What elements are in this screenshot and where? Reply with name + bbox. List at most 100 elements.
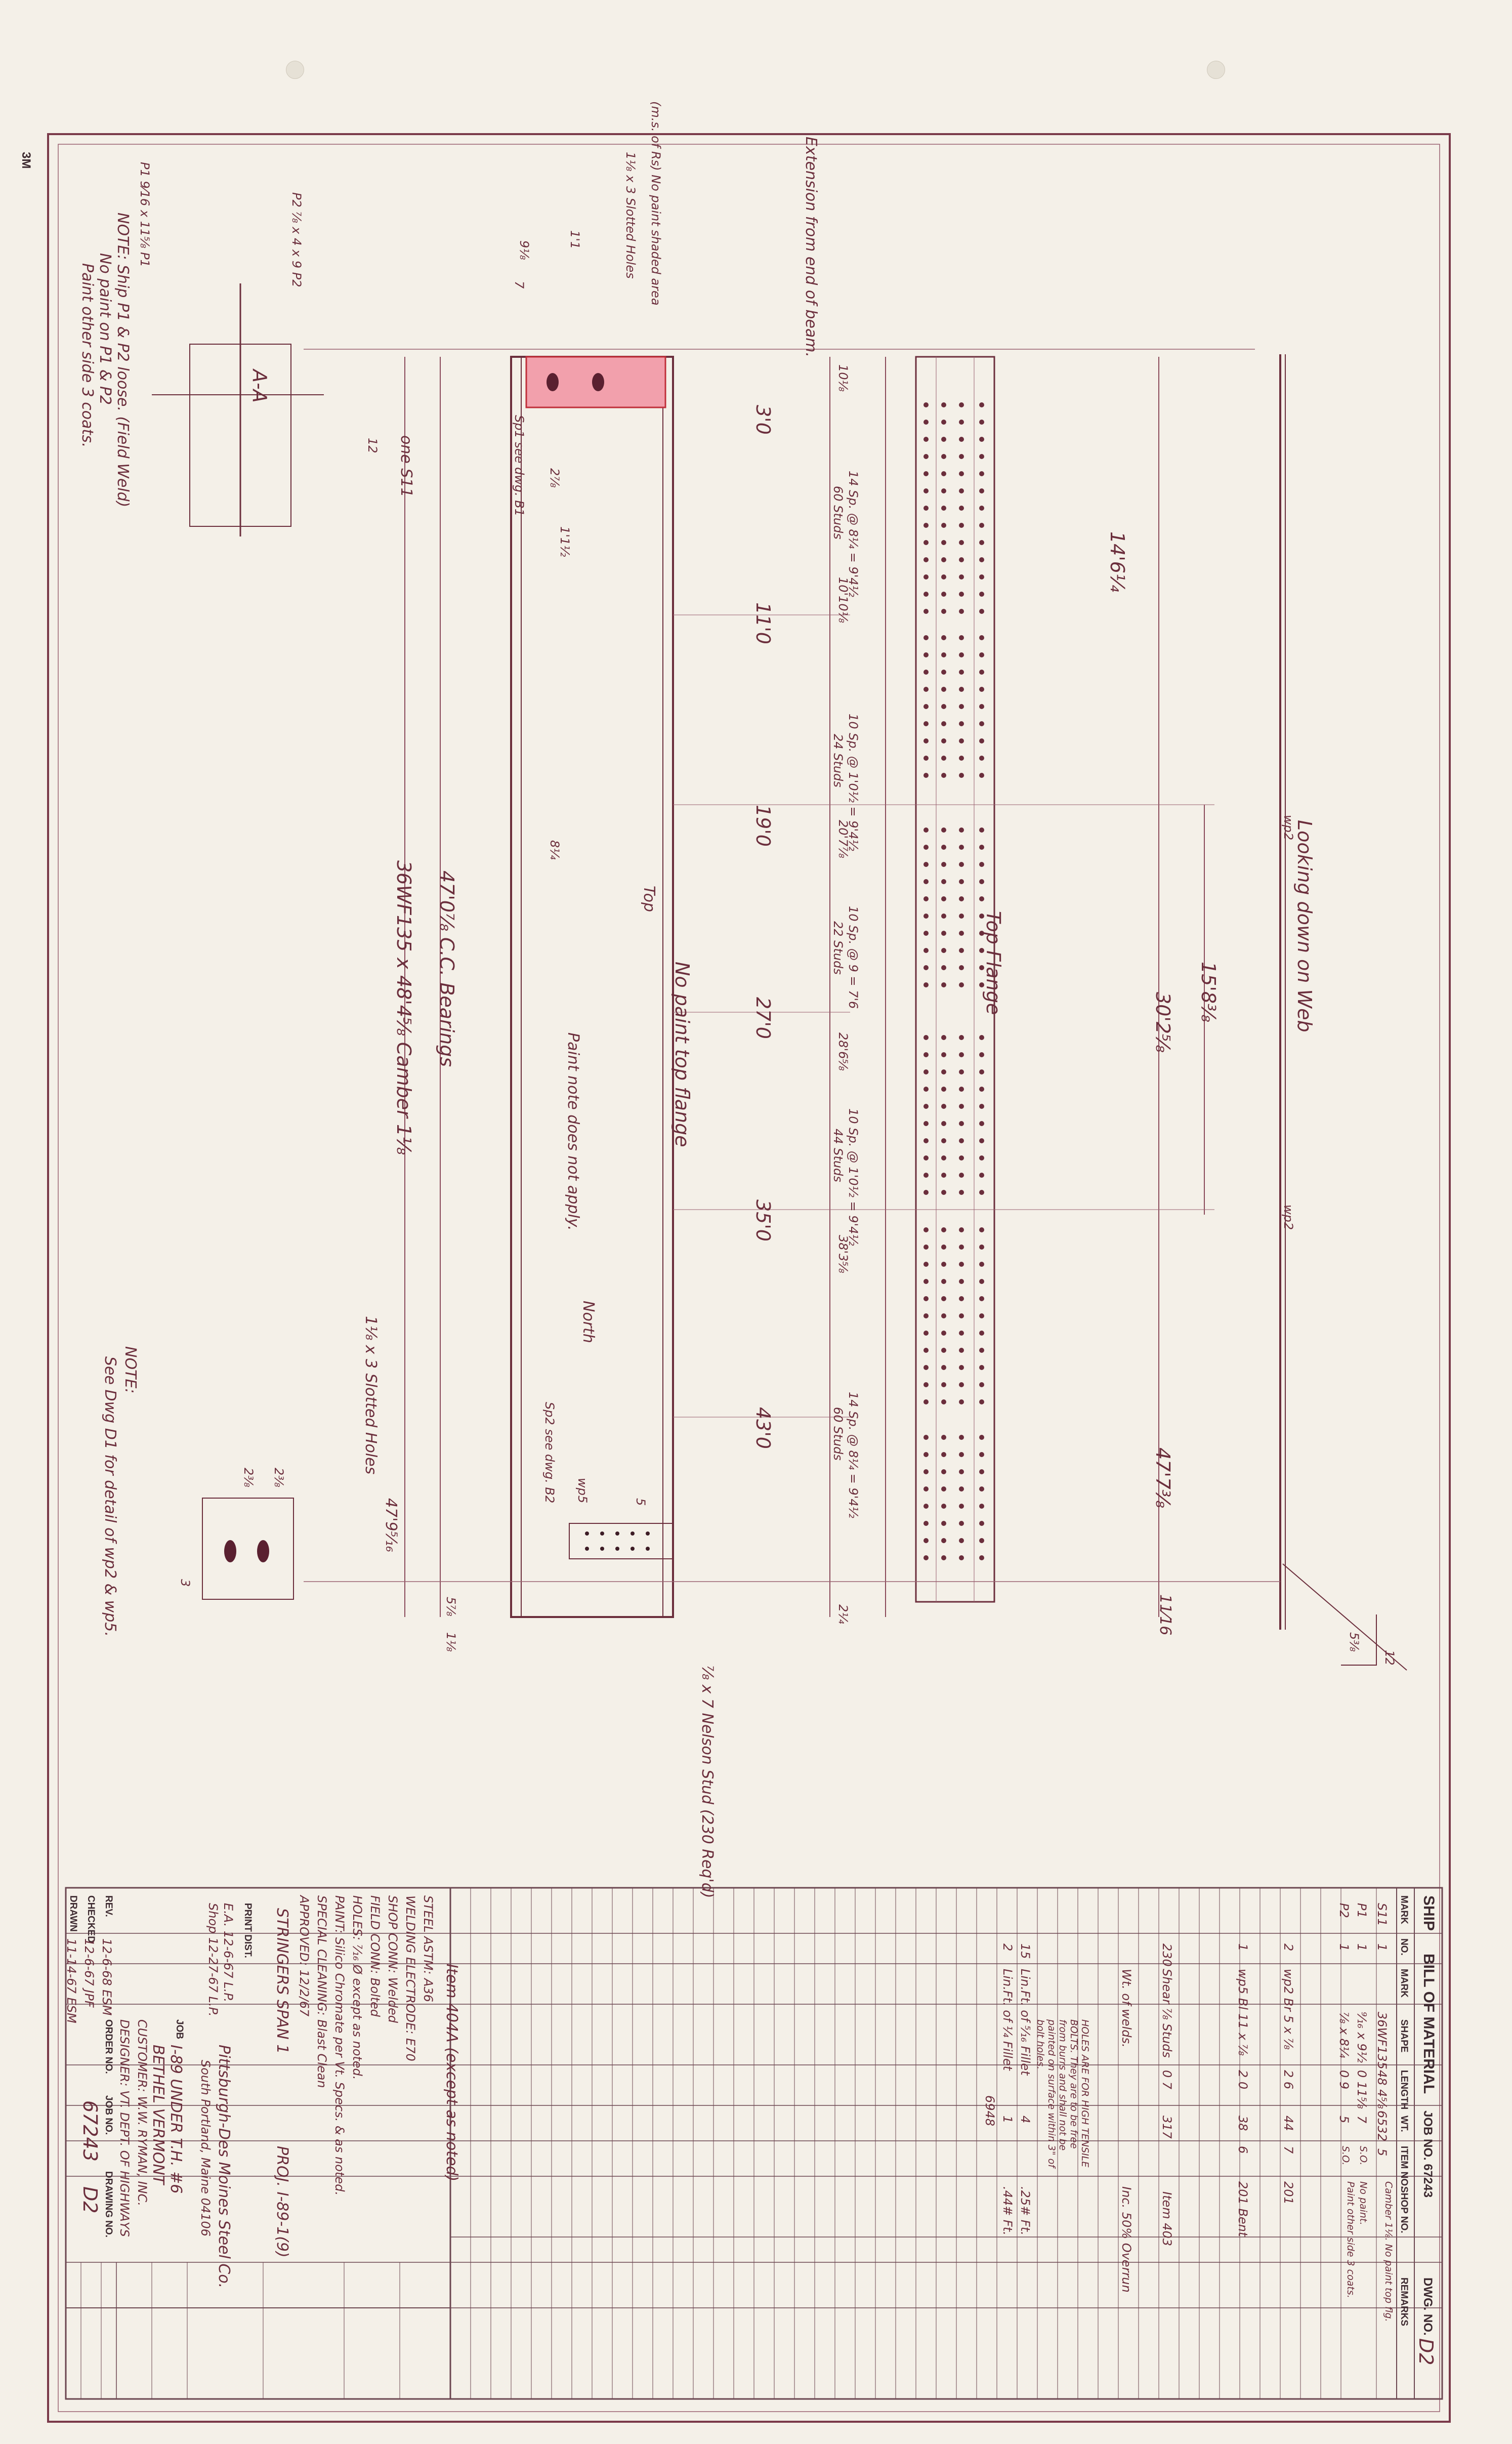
rev-row-0: E.A. 12-6-67 L.P. <box>221 1903 235 2003</box>
no-paint-note: (m.s. of Rs) No paint shaded area <box>649 101 663 306</box>
bearing-stiffener <box>569 1523 674 1559</box>
dim-flange-0: 10⅛ <box>836 364 850 392</box>
stud-row <box>923 488 984 493</box>
stud-row <box>923 1155 984 1161</box>
dim-mid-1: 11'0 <box>752 602 774 644</box>
row4-no: 1 <box>1236 1943 1250 1952</box>
stud-row <box>923 1035 984 1040</box>
sp2-label: Sp2 see dwg. B2 <box>542 1402 557 1504</box>
row3-item: 7 <box>1281 2146 1295 2154</box>
dim-top-3: 47'7⅜ <box>1152 1447 1174 1508</box>
stud-row <box>923 931 984 936</box>
stud-row <box>923 1382 984 1387</box>
dim-left-0: 9⅛ <box>517 240 531 260</box>
row3-remarks: 201 <box>1281 2181 1295 2205</box>
stud-row <box>923 1121 984 1126</box>
field-conn: FIELD CONN: Bolted <box>368 1895 382 2017</box>
row0-item: 5 <box>1375 2148 1389 2157</box>
row5-wt: 317 <box>1160 2116 1174 2139</box>
bom-title: BILL OF MATERIAL <box>1420 1954 1437 2094</box>
row7-no: 15 <box>1018 1943 1032 1959</box>
3m-logo: 3M <box>19 152 33 169</box>
job-name: I-89 UNDER T.H. #6 <box>167 2045 185 2194</box>
row7-shape: Lin.Ft. of ⁵⁄₁₆ Fillet <box>1018 1969 1032 2076</box>
dim-left-5: 8¼ <box>548 840 562 860</box>
row1-wt: 7 <box>1355 2116 1369 2124</box>
row1-no: 1 <box>1355 1943 1369 1952</box>
dim-left-12: 12 <box>365 438 380 453</box>
note-1b: No paint on P1 & P2 <box>96 253 114 405</box>
dim-flange-13: 14 Sp. @ 8¼ = 9'4½ <box>846 1392 860 1518</box>
row1-length: 0 11⅝ <box>1355 2070 1369 2109</box>
top-flange-label: Top Flange <box>982 911 1004 1015</box>
company-address: South Portland, Maine 04106 <box>198 2060 213 2236</box>
dim-flange-3: 10'10⅛ <box>836 577 850 623</box>
dim-mid-4: 35'0 <box>752 1199 774 1241</box>
stud-row <box>923 721 984 726</box>
sp1-label: Sp1 see dwg. B1 <box>512 415 526 517</box>
bom-job-no: JOB NO. 67243 <box>1421 2110 1435 2198</box>
dim-left-3: 2⅞ <box>548 468 562 488</box>
row2-item: S.O. <box>1340 2146 1351 2166</box>
paint-spec: PAINT: Silico Chromate per Vt. Specs. & … <box>332 1895 347 2196</box>
col-length: LENGTH <box>1399 2070 1409 2110</box>
dim-flange-10: 10 Sp. @ 1'0½ = 9'4½ <box>846 1108 860 1246</box>
stud-row <box>923 454 984 459</box>
stud-row <box>923 1452 984 1457</box>
stud-row <box>923 1069 984 1074</box>
bom-table <box>65 1887 1443 2400</box>
cleaning-spec: SPECIAL CLEANING: Blast Clean <box>315 1895 329 2088</box>
stud-row <box>923 773 984 778</box>
stud-row <box>923 827 984 833</box>
dim-flange-2: 60 Studs <box>831 486 845 540</box>
dim-flange-12: 38'3⅝ <box>836 1235 850 1273</box>
row5-length: 0 7 <box>1160 2070 1174 2090</box>
stud-row <box>923 1365 984 1370</box>
row4-item: 6 <box>1236 2146 1250 2154</box>
stud-row <box>923 965 984 970</box>
stud-row <box>923 1555 984 1560</box>
order-no-label: ORDER NO. <box>103 2019 114 2074</box>
dim-left-13: 5 <box>634 1498 648 1506</box>
slope-5: 5⅜ <box>1347 1632 1361 1652</box>
one-s11-label: one S11 <box>397 435 415 498</box>
stud-row <box>923 1104 984 1109</box>
row0-wt: 6532 <box>1375 2110 1389 2142</box>
p1-label: P1 9⁄16 x 11⅝ P1 <box>138 162 152 267</box>
company: Pittsburgh-Des Moines Steel Co. <box>215 2045 233 2289</box>
row7-wt: 4 <box>1018 2116 1032 2124</box>
dim-flange-15: 2¼ <box>836 1604 850 1624</box>
row5-no: 230 <box>1160 1943 1174 1967</box>
row1-remarks: No paint. <box>1358 2181 1369 2225</box>
stud-row <box>923 1052 984 1057</box>
stud-row <box>923 1331 984 1336</box>
stud-row <box>923 670 984 675</box>
stud-row <box>923 592 984 597</box>
row0-mark: S11 <box>1375 1903 1389 1926</box>
dim-flange-14: 60 Studs <box>831 1407 845 1461</box>
stud-row <box>923 982 984 987</box>
col-mark: MARK <box>1399 1895 1409 1924</box>
stud-row <box>923 879 984 884</box>
row5-shape: Shear ⅞ Studs <box>1160 1969 1174 2058</box>
slotted-holes-top: 1⅛ x 3 Slotted Holes <box>623 152 638 279</box>
slotted-holes-bottom: 1⅛ x 3 Slotted Holes <box>362 1316 380 1475</box>
dim-left-2: 7 <box>512 281 526 289</box>
dim-mid-2: 19'0 <box>752 805 774 847</box>
title-block: STRINGERS SPAN 1 <box>273 1908 291 2054</box>
row0-no: 1 <box>1375 1943 1389 1952</box>
stud-row <box>923 1435 984 1440</box>
stud-row <box>923 1262 984 1267</box>
row3-length: 2 6 <box>1281 2070 1295 2090</box>
rev-val-2: 11-14-67 ESM <box>64 1938 78 2023</box>
row7-remarks: .25# Ft. <box>1018 2186 1032 2235</box>
checked-label: CHECKED <box>86 1895 96 1943</box>
stud-row <box>923 540 984 545</box>
stud-row <box>923 1469 984 1474</box>
row3-no: 2 <box>1281 1943 1295 1952</box>
wp2-label: wp2 <box>1281 1205 1295 1230</box>
beam-elevation <box>510 356 674 1618</box>
row1-mark: P1 <box>1355 1903 1369 1918</box>
rev-val-0: 12-6-68 ESM <box>100 1938 114 2016</box>
